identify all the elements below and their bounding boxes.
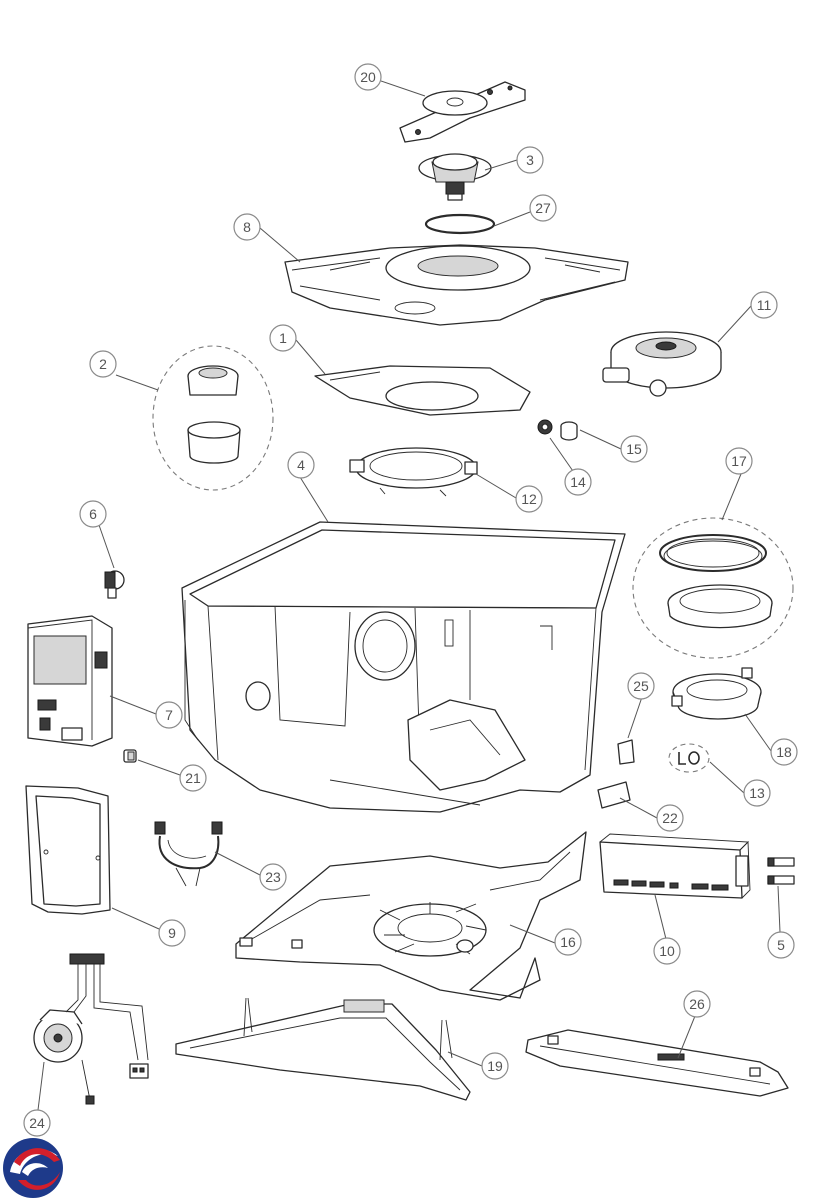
- callout-11: 11: [750, 291, 778, 319]
- part-22-plate: [597, 781, 631, 809]
- part-25-clip: [617, 739, 635, 765]
- callout-15: 15: [620, 435, 648, 463]
- svg-text:23: 23: [265, 869, 281, 885]
- svg-text:9: 9: [168, 925, 176, 941]
- part-2-group: [152, 345, 274, 491]
- svg-text:2: 2: [99, 356, 107, 372]
- part-3-hub: [418, 153, 492, 201]
- part-9-frame: [25, 785, 111, 915]
- svg-text:19: 19: [487, 1058, 503, 1074]
- part-13-group: [668, 743, 710, 773]
- callout-10: 10: [653, 937, 681, 965]
- svg-text:1: 1: [279, 330, 287, 346]
- svg-text:6: 6: [89, 506, 97, 522]
- brand-logo: [3, 1138, 63, 1198]
- svg-text:26: 26: [689, 996, 705, 1012]
- part-23-clamp: [154, 821, 223, 887]
- svg-text:17: 17: [731, 453, 747, 469]
- part-18-sump: [671, 667, 762, 720]
- part-21-clip: [123, 749, 137, 763]
- part-4-tub: [181, 521, 626, 813]
- svg-text:4: 4: [297, 457, 305, 473]
- part-26-door-rail: [525, 1029, 789, 1097]
- callout-19: 19: [481, 1052, 509, 1080]
- svg-text:18: 18: [776, 744, 792, 760]
- callout-1: 1: [269, 324, 297, 352]
- callout-2: 2: [89, 350, 117, 378]
- svg-text:15: 15: [626, 441, 642, 457]
- part-12-ring-bracket: [349, 447, 478, 497]
- svg-text:14: 14: [570, 474, 586, 490]
- callout-5: 5: [767, 931, 795, 959]
- callout-16: 16: [554, 928, 582, 956]
- svg-text:3: 3: [526, 152, 534, 168]
- svg-text:25: 25: [633, 678, 649, 694]
- callout-24: 24: [23, 1109, 51, 1137]
- leader-lines: [37, 80, 781, 1111]
- callout-27: 27: [529, 194, 557, 222]
- callout-21: 21: [179, 764, 207, 792]
- svg-text:13: 13: [749, 785, 765, 801]
- callout-14: 14: [564, 468, 592, 496]
- callout-26: 26: [683, 990, 711, 1018]
- callout-8: 8: [233, 213, 261, 241]
- part-7-control-module: [27, 615, 113, 747]
- svg-text:5: 5: [777, 937, 785, 953]
- part-14-nut: [537, 419, 553, 435]
- svg-text:16: 16: [560, 934, 576, 950]
- part-15-cap: [560, 421, 578, 441]
- part-1-sump-cover: [314, 365, 531, 416]
- part-10-panel: [599, 833, 751, 899]
- svg-text:11: 11: [757, 297, 772, 313]
- callout-22: 22: [656, 804, 684, 832]
- svg-text:22: 22: [662, 810, 678, 826]
- callout-7: 7: [155, 701, 183, 729]
- callout-18: 18: [770, 738, 798, 766]
- callout-9: 9: [158, 919, 186, 947]
- svg-text:7: 7: [165, 707, 173, 723]
- part-17-group: [632, 517, 794, 659]
- callout-17: 17: [725, 447, 753, 475]
- callout-6: 6: [79, 500, 107, 528]
- callout-20: 20: [354, 63, 382, 91]
- part-6-valve: [104, 570, 125, 599]
- callout-25: 25: [627, 672, 655, 700]
- svg-text:8: 8: [243, 219, 251, 235]
- callout-12: 12: [515, 485, 543, 513]
- part-11-pump: [602, 331, 722, 397]
- part-20-spray-arm: [399, 81, 526, 143]
- svg-text:21: 21: [185, 770, 201, 786]
- callout-23: 23: [259, 863, 287, 891]
- part-16-base: [235, 831, 587, 1001]
- part-19-rail: [175, 997, 471, 1101]
- callout-3: 3: [516, 146, 544, 174]
- svg-text:27: 27: [535, 200, 551, 216]
- svg-text:10: 10: [659, 943, 675, 959]
- part-5-connectors: [767, 857, 795, 885]
- callout-4: 4: [287, 451, 315, 479]
- part-24-motor: [33, 953, 149, 1105]
- callout-13: 13: [743, 779, 771, 807]
- svg-text:20: 20: [360, 69, 376, 85]
- part-8-filter-plate: [284, 244, 629, 326]
- part-27-o-ring: [424, 213, 496, 235]
- svg-text:12: 12: [521, 491, 537, 507]
- svg-text:24: 24: [29, 1115, 45, 1131]
